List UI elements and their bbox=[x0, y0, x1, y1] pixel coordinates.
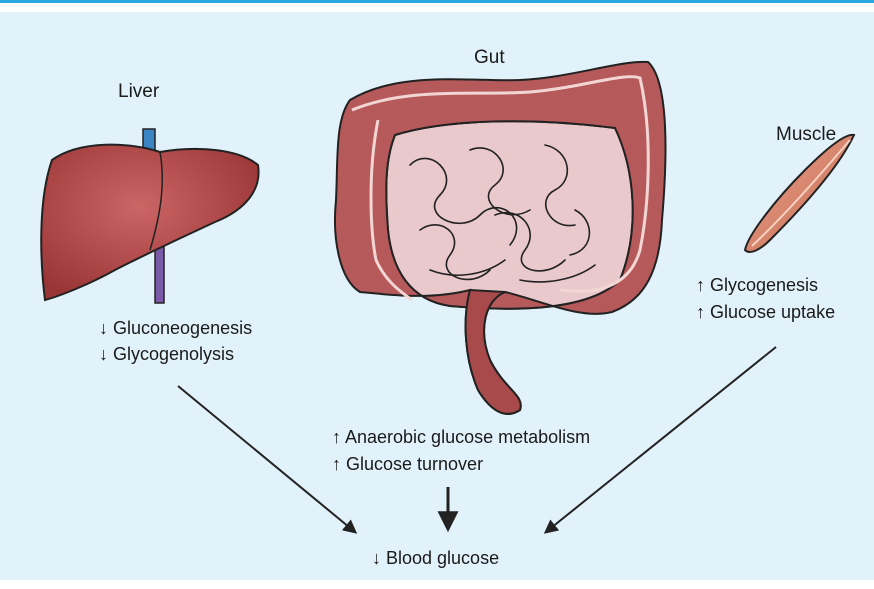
liver-title: Liver bbox=[118, 80, 159, 105]
hepatic-vessel-icon bbox=[155, 245, 164, 303]
outcome-blood-glucose: ↓ Blood glucose bbox=[372, 547, 499, 570]
muscle-title: Muscle bbox=[776, 123, 836, 148]
liver-effect-1: ↓ Gluconeogenesis bbox=[99, 317, 252, 340]
liver-icon bbox=[41, 145, 258, 300]
gut-effect-1: ↑ Anaerobic glucose metabolism bbox=[332, 426, 590, 449]
muscle-effect-2: ↑ Glucose uptake bbox=[696, 301, 835, 324]
muscle-effect-1: ↑ Glycogenesis bbox=[696, 274, 818, 297]
liver-effect-2: ↓ Glycogenolysis bbox=[99, 343, 234, 366]
liver-illustration bbox=[41, 129, 258, 303]
gut-effect-2: ↑ Glucose turnover bbox=[332, 453, 483, 476]
gut-title: Gut bbox=[474, 46, 505, 71]
muscle-icon bbox=[745, 135, 854, 252]
muscle-illustration bbox=[745, 135, 854, 252]
liver-to-outcome-arrow bbox=[178, 386, 355, 532]
gut-illustration bbox=[335, 62, 665, 414]
